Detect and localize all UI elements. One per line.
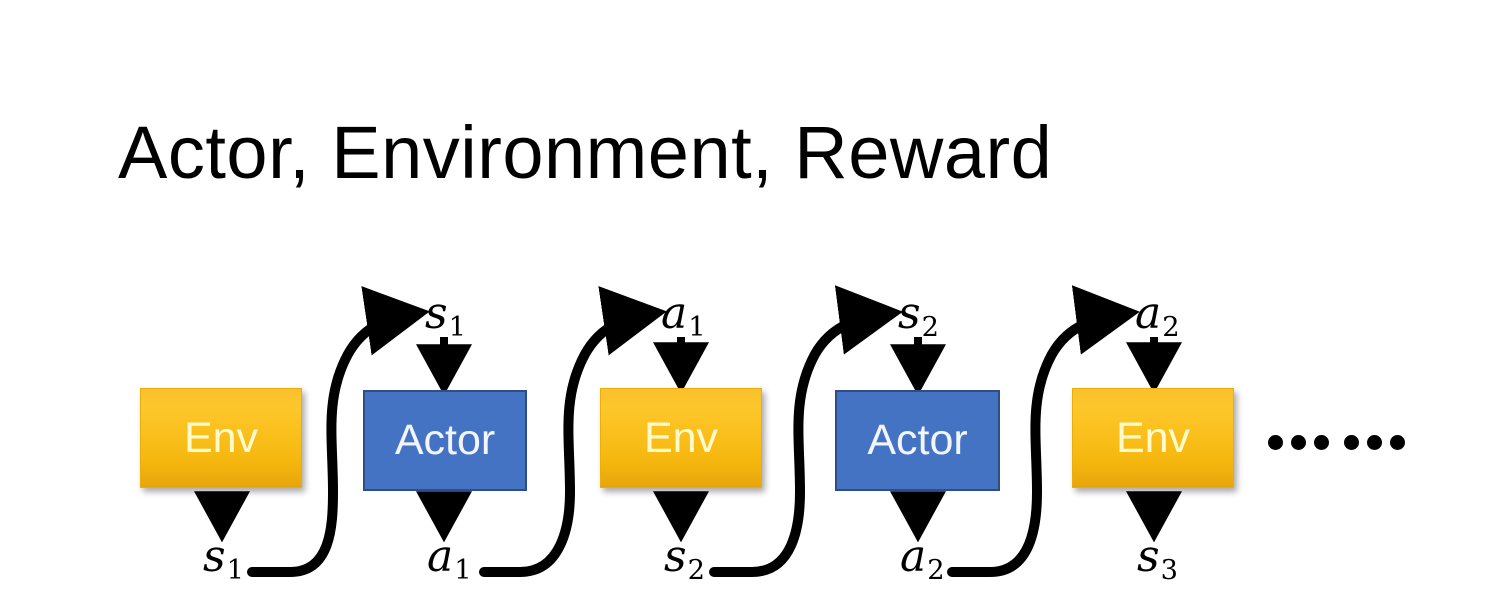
label-top-state-s1: s1 <box>425 292 466 341</box>
label-subscript: 1 <box>454 554 472 586</box>
label-subscript: 1 <box>226 554 244 586</box>
node-label: Actor <box>867 416 968 464</box>
label-bottom-action-a2: a2 <box>900 535 945 584</box>
label-subscript: 1 <box>688 311 706 343</box>
node-label: Env <box>1115 413 1191 462</box>
label-bottom-state-s1: s1 <box>203 535 244 584</box>
label-subscript: 2 <box>921 311 939 343</box>
label-top-state-s2: s2 <box>898 292 939 341</box>
ellipsis-dot <box>1367 435 1382 450</box>
label-top-action-a2: a2 <box>1135 292 1180 341</box>
label-symbol: s <box>203 531 226 582</box>
label-subscript: 1 <box>448 311 466 343</box>
arrow-box-to-label-group <box>194 491 1182 543</box>
label-symbol: a <box>900 531 927 582</box>
node-env-2[interactable]: Env <box>600 388 762 488</box>
ellipsis-dot <box>1268 435 1283 450</box>
node-env-3[interactable]: Env <box>1072 388 1234 488</box>
label-subscript: 3 <box>1160 554 1178 586</box>
page-title: Actor, Environment, Reward <box>118 111 1053 194</box>
ellipsis-dot <box>1344 435 1359 450</box>
label-symbol: a <box>427 531 454 582</box>
label-symbol: a <box>661 288 688 339</box>
label-bottom-state-s2: s2 <box>664 535 705 584</box>
label-top-action-a1: a1 <box>661 292 706 341</box>
label-subscript: 2 <box>1162 311 1180 343</box>
node-env-1[interactable]: Env <box>140 388 302 488</box>
label-bottom-action-a1: a1 <box>427 535 472 584</box>
label-symbol: s <box>664 531 687 582</box>
curved-connector-group <box>247 285 1140 577</box>
ellipsis-dot <box>1390 435 1405 450</box>
node-actor-1[interactable]: Actor <box>363 390 527 491</box>
label-subscript: 2 <box>687 554 705 586</box>
label-symbol: s <box>1137 531 1160 582</box>
node-label: Env <box>643 413 719 462</box>
arrow-label-to-box-group <box>416 337 1182 396</box>
label-symbol: s <box>425 288 448 339</box>
curve-a1-actor1-to-env2 <box>479 286 667 577</box>
label-subscript: 2 <box>927 554 945 586</box>
node-label: Actor <box>394 416 496 464</box>
ellipsis-dot <box>1314 435 1329 450</box>
ellipsis-dot <box>1291 435 1306 450</box>
curve-a2-actor2-to-env3 <box>947 285 1140 577</box>
node-actor-2[interactable]: Actor <box>835 390 1000 491</box>
curve-s2-env2-to-actor2 <box>709 285 903 577</box>
label-symbol: a <box>1135 288 1162 339</box>
ellipsis-continuation-icon <box>1268 435 1405 450</box>
label-bottom-state-s3: s3 <box>1137 535 1178 584</box>
label-symbol: s <box>898 288 921 339</box>
curve-s1-env1-to-actor1 <box>247 286 430 577</box>
node-label: Env <box>183 413 259 462</box>
